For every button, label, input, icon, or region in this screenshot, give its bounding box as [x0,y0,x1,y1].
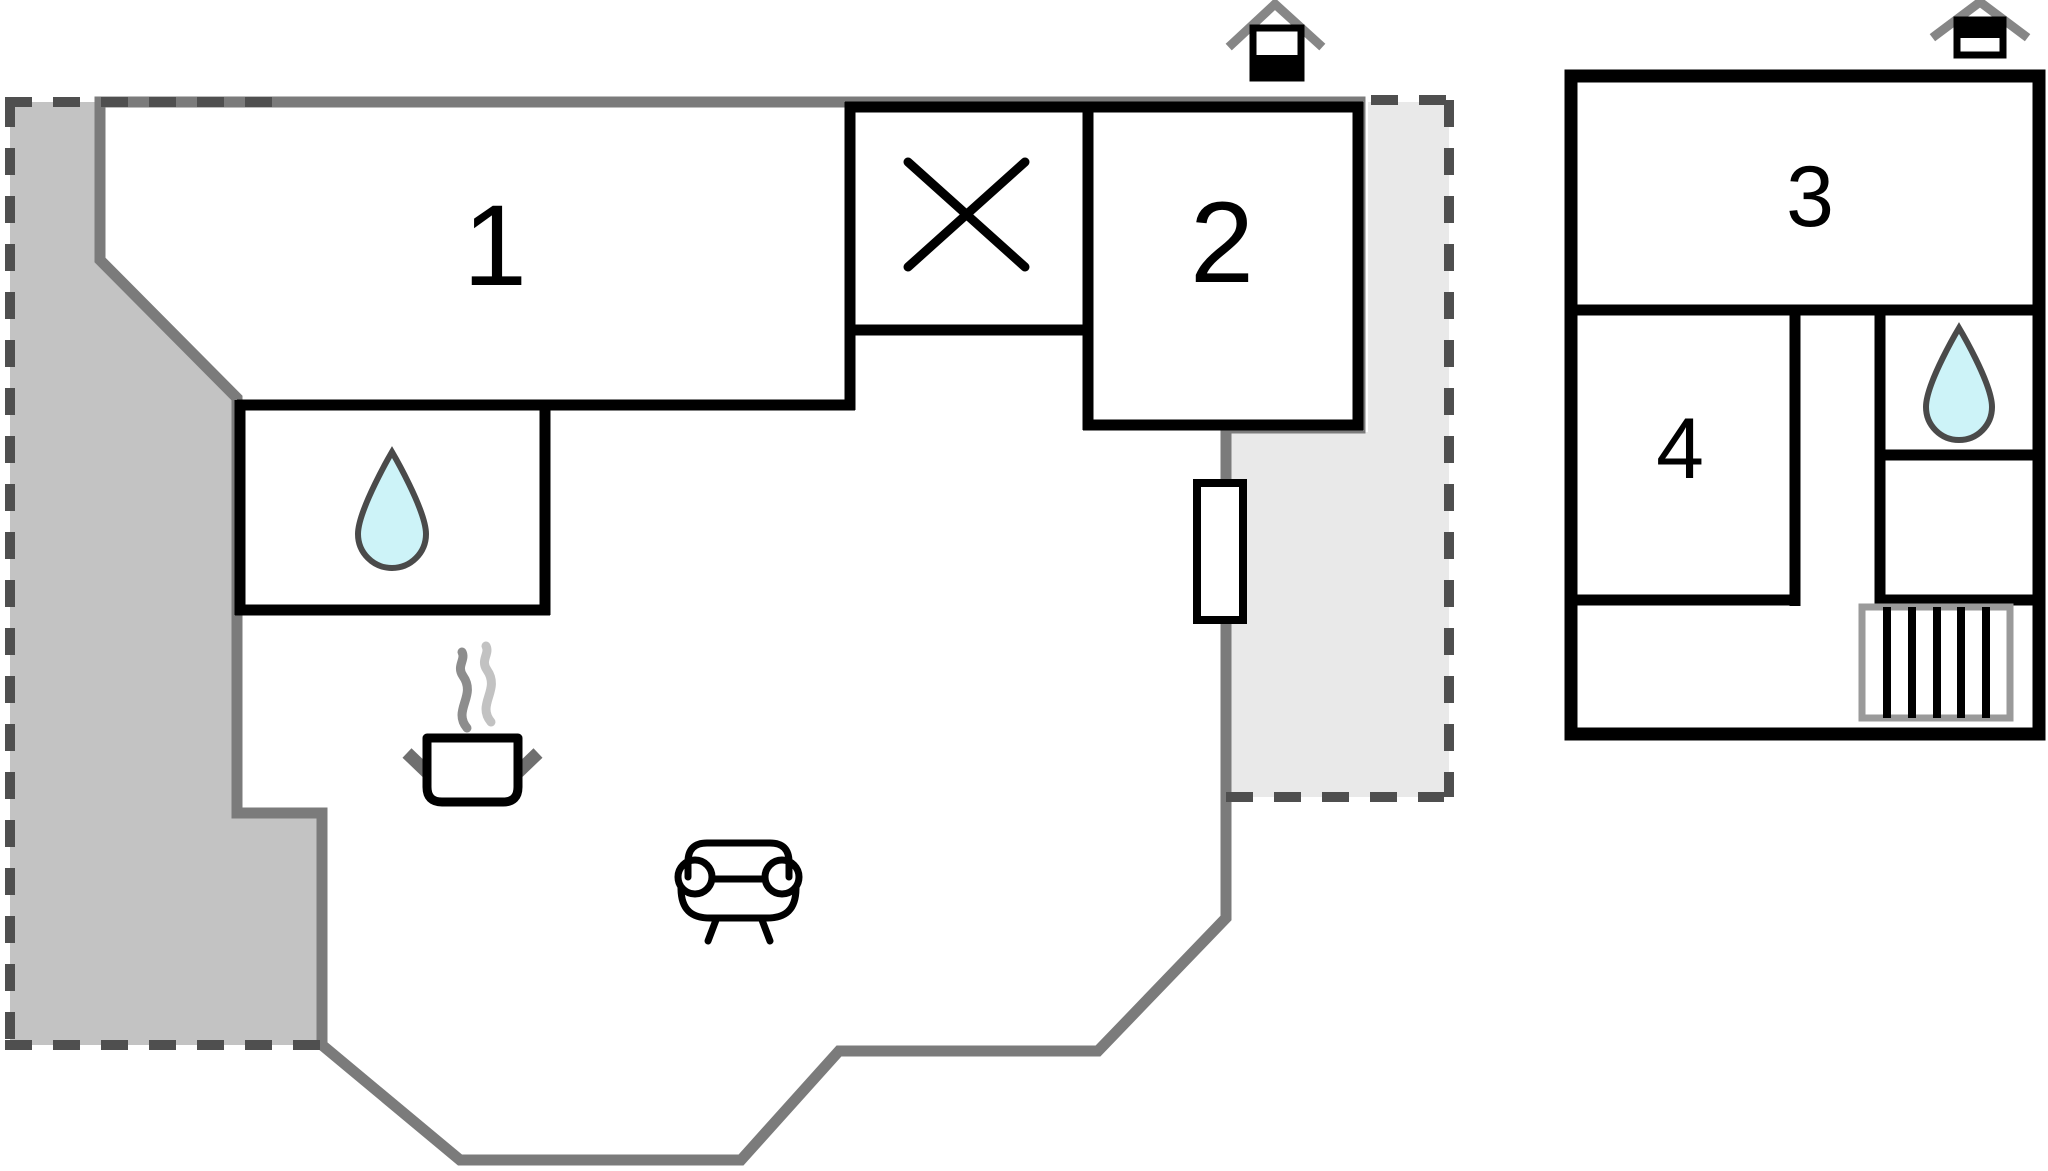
room-2-label: 2 [1190,179,1254,307]
chimney-icon [1225,0,1326,82]
room-1-label: 1 [463,182,527,310]
upper-interior-walls [1565,304,2039,606]
terrace-left [10,102,322,1045]
window-marker [1193,479,1247,624]
main-interior-walls [234,101,1364,616]
cooking-pot-icon [402,641,543,807]
water-drop-icon [1922,322,1996,443]
room-3-label: 3 [1786,149,1834,245]
terrace-right-fill [1226,102,1449,797]
steam-icon [455,647,472,733]
chimney-icon [1929,0,2031,59]
room-4-label: 4 [1656,401,1704,497]
stairs-icon [1858,603,2014,722]
upper-floor-plan: 3 4 [1564,69,2046,741]
sofa-icon [674,839,803,945]
steam-icon [479,641,496,727]
terrace-left-fill [10,102,322,1045]
terrace-right [1226,102,1449,797]
x-mark-icon [903,157,1030,272]
water-drop-icon [354,446,430,571]
